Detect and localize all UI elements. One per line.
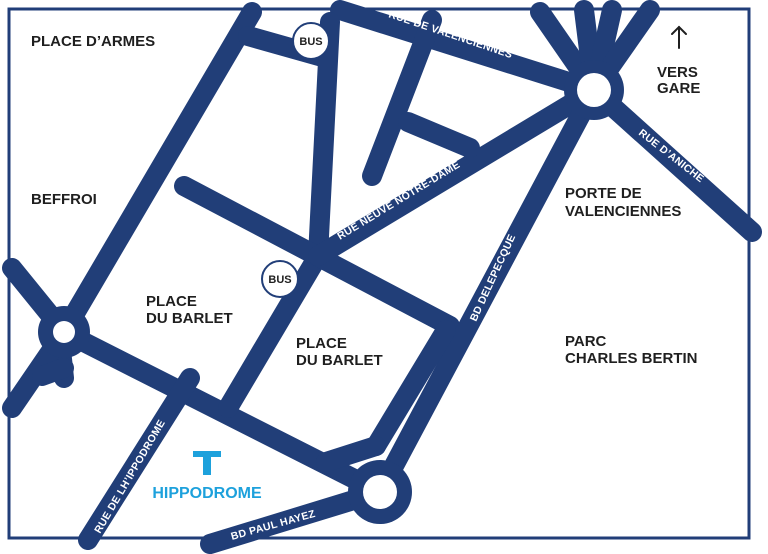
parc-charles-bertin-line2: CHARLES BERTIN [565, 350, 698, 367]
place-du-barlet-b-line1: PLACE [296, 335, 347, 352]
beffroi-label: BEFFROI [31, 191, 97, 208]
road-nw-avenue [54, 2, 262, 342]
roundabout-left-island [53, 321, 75, 343]
porte-valenciennes-line1: PORTE DE [565, 185, 642, 202]
road-left-stub2 [32, 358, 74, 386]
vers-label: VERS [657, 64, 698, 81]
tram-icon [193, 451, 221, 475]
road-parallel [366, 320, 456, 456]
road-rue-daniche [584, 80, 762, 242]
bus-stop-middle[interactable]: BUS [261, 260, 299, 298]
road-rue-hippodrome [78, 368, 200, 550]
tram-station-label: HIPPODROME [152, 485, 262, 502]
bus-stop-icon [292, 22, 330, 60]
place-labels: PLACE D’ARMES BEFFROI VERS GARE PORTE DE… [31, 33, 700, 369]
arrow-up-icon [671, 25, 687, 49]
road-upper-branch [362, 10, 442, 186]
bus-stop-icon [261, 260, 299, 298]
road-through-bus [218, 246, 328, 418]
roundabout-bottom-island [363, 475, 397, 509]
road-parallel-link [316, 436, 386, 472]
tram-stop-hippodrome[interactable]: HIPPODROME [152, 451, 262, 502]
bus-stop-top[interactable]: BUS [292, 22, 330, 60]
gare-label: GARE [657, 80, 700, 97]
road-rue-neuve-notre-dame [308, 80, 604, 266]
place-du-barlet-a-line2: DU BARLET [146, 310, 233, 327]
parc-charles-bertin-line1: PARC [565, 333, 607, 350]
place-darmes-label: PLACE D’ARMES [31, 33, 155, 50]
road-upper-cross [398, 112, 480, 158]
porte-valenciennes-line2: VALENCIENNES [565, 203, 681, 220]
place-du-barlet-b-line2: DU BARLET [296, 352, 383, 369]
road-mid-vertical [308, 12, 340, 266]
place-du-barlet-a-line1: PLACE [146, 293, 197, 310]
map-frame [7, 7, 751, 540]
bus-stop-label: BUS [299, 36, 322, 48]
bus-stop-label: BUS [268, 274, 291, 286]
roundabouts [38, 60, 624, 524]
road-bd-delepecque [370, 80, 604, 502]
road-rue-valenciennes [330, 0, 604, 100]
roundabout-top-right-island [577, 73, 611, 107]
